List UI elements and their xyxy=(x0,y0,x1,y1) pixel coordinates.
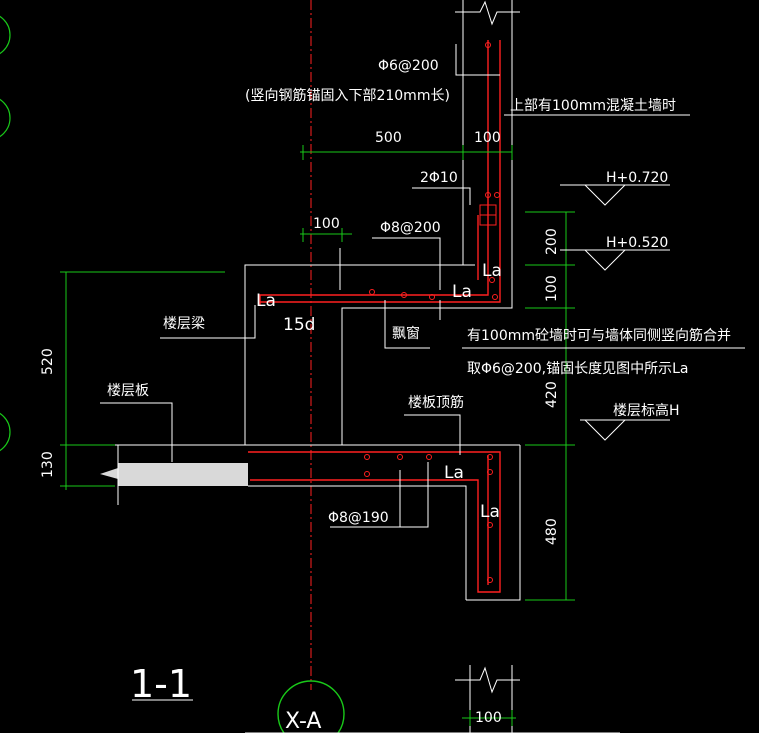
upper-wall-note: 上部有100mm混凝土墙时 xyxy=(510,98,676,114)
rebar-dot xyxy=(492,294,498,300)
top-bars-label: 2Φ10 xyxy=(420,170,458,186)
rebar-dot xyxy=(485,42,491,48)
rebar-dot xyxy=(487,522,493,528)
anchorage-label-1: La xyxy=(482,261,502,281)
slab-top-bar-label: 楼板顶筋 xyxy=(408,394,464,411)
rebar-dot xyxy=(397,454,403,460)
dim-420: 420 xyxy=(544,381,560,408)
rebar-dot xyxy=(369,289,375,295)
elevation-mid: H+0.520 xyxy=(606,235,668,251)
axis-bubble-xa: X-A xyxy=(245,680,620,733)
rebar-dot xyxy=(485,192,491,198)
floor-slab-label: 楼层板 xyxy=(107,383,149,399)
rebar-dot xyxy=(429,294,435,300)
rebar-dot xyxy=(487,454,493,460)
brick-wall-note-line1: 有100mm砼墙时可与墙体同侧竖向筋合并 xyxy=(467,327,731,344)
dim-480: 480 xyxy=(544,518,560,545)
anchorage-label-4: La xyxy=(444,463,464,483)
rebar-dot xyxy=(494,192,500,198)
bay-window-label: 飘窗 xyxy=(392,325,420,342)
section-mark: 1-1 xyxy=(130,662,193,706)
rebar-lines xyxy=(248,40,501,593)
anchorage-label-5: La xyxy=(480,502,500,522)
rebar-dot xyxy=(489,277,495,283)
rebar-dot xyxy=(426,454,432,460)
rebar-dots xyxy=(364,42,500,583)
floor-beam-label: 楼层梁 xyxy=(163,316,205,332)
hook-length-label: 15d xyxy=(283,315,315,335)
concrete-outline xyxy=(66,0,521,733)
brick-wall-note-line2: 取Φ6@200,锚固长度见图中所示La xyxy=(467,361,688,377)
stirrup-marks xyxy=(479,204,497,226)
floor-slab-section xyxy=(100,445,248,505)
rebar-dot xyxy=(364,454,370,460)
leader-lines xyxy=(100,44,745,528)
axis-label: X-A xyxy=(285,709,321,733)
slab-bar-label: Φ8@190 xyxy=(328,510,389,526)
dim-wall-100-bottom: 100 xyxy=(475,710,502,726)
axis-bubbles-left xyxy=(0,15,11,452)
dim-130: 130 xyxy=(40,451,56,478)
dim-wall-100-top: 100 xyxy=(474,130,501,146)
anchorage-label-2: La xyxy=(452,282,472,302)
dimension-lines xyxy=(60,145,575,726)
anchor-note: (竖向钢筋锚固入下部210mm长) xyxy=(245,87,450,104)
rebar-dot xyxy=(401,292,407,298)
rebar-dot xyxy=(364,471,370,477)
elevation-top: H+0.720 xyxy=(606,170,668,186)
rebar-dot xyxy=(487,577,493,583)
top-vertical-bar-label: Φ6@200 xyxy=(378,58,439,74)
dim-offset-100: 100 xyxy=(313,216,340,232)
dim-200: 200 xyxy=(544,228,560,255)
dim-520: 520 xyxy=(40,348,56,375)
section-label: 1-1 xyxy=(130,662,192,706)
beam-stirrup-label: Φ8@200 xyxy=(380,220,441,236)
anchorage-label-3: La xyxy=(256,291,276,311)
rebar-dot xyxy=(487,469,493,475)
floor-level-label: 楼层标高H xyxy=(613,402,680,419)
dim-100: 100 xyxy=(544,275,560,302)
dim-500: 500 xyxy=(375,130,402,146)
